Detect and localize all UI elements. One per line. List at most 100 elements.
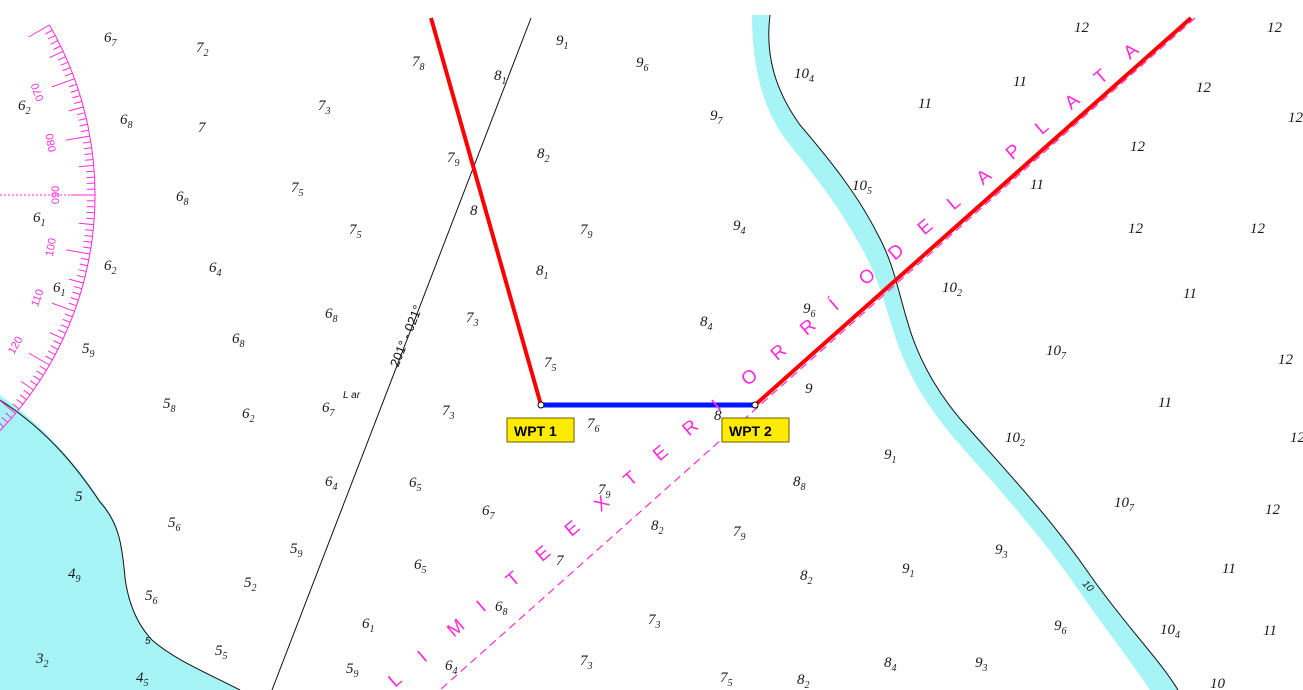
compass-label: 100 [44, 237, 59, 257]
compass-tick [0, 422, 5, 428]
compass-tick [0, 399, 16, 414]
sounding: 61 [362, 616, 375, 635]
sounding: 12 [1128, 221, 1144, 237]
compass-tick [80, 129, 89, 133]
route-leg-red-northeast[interactable] [753, 16, 1193, 407]
sounding-decimeters: 5 [223, 651, 228, 662]
sounding-decimeters: 9 [90, 349, 95, 360]
sounding: 12 [1267, 20, 1283, 36]
sounding-decimeters: 7 [1061, 351, 1067, 362]
sounding-meters: 12 [1278, 352, 1294, 368]
sounding-meters: 11 [1263, 623, 1277, 639]
sounding: 72 [196, 40, 209, 59]
sounding: 11 [1013, 74, 1027, 90]
depth-contour-5m [0, 399, 241, 690]
sounding: 96 [636, 55, 649, 74]
sounding: 73 [648, 612, 661, 631]
waypoint-2-label-box[interactable] [721, 417, 790, 443]
sounding: 59 [82, 341, 95, 360]
boundary-label-letter: E [914, 215, 937, 239]
sounding: 62 [18, 98, 31, 117]
sounding-meters: 12 [1130, 139, 1146, 155]
boundary-label-letter: L [385, 669, 407, 690]
sounding-decimeters: 2 [957, 288, 962, 299]
waypoint-1-label-box[interactable] [506, 417, 575, 443]
sounding-meters: 6 [176, 189, 184, 205]
compass-tick [36, 370, 44, 376]
sounding: 56 [145, 588, 158, 607]
compass-tick [78, 269, 87, 272]
sounding: 79 [580, 222, 593, 241]
sounding-meters: 7 [466, 310, 475, 326]
sounding: 11 [1222, 561, 1236, 577]
boundary-label-letter: T [620, 467, 643, 491]
sounding-meters: 5 [215, 643, 223, 659]
sounding: 104 [794, 66, 814, 85]
boundary-label-letter: R [767, 340, 791, 365]
compass-label: 110 [29, 288, 46, 309]
sounding: 55 [215, 643, 228, 662]
sounding: 102 [1005, 430, 1025, 449]
sounding-decimeters: 4 [892, 663, 897, 674]
sounding-decimeters: 9 [588, 230, 593, 241]
boundary-label-letter: R [679, 416, 703, 441]
boundary-label-letter: E [649, 441, 672, 465]
sounding-decimeters: 2 [112, 266, 117, 277]
sounding-meters: 9 [995, 542, 1003, 558]
sounding-meters: 7 [349, 222, 358, 238]
sounding: 67 [104, 30, 118, 49]
sounding-meters: 7 [442, 403, 451, 419]
sounding: 56 [168, 515, 181, 534]
sounding-decimeters: 1 [61, 288, 66, 299]
sounding-decimeters: 7 [112, 38, 118, 49]
sounding-decimeters: 2 [545, 154, 550, 165]
waypoint-1-label[interactable]: WPT 1 [514, 423, 557, 439]
waypoint-2-marker[interactable] [751, 401, 759, 409]
compass-tick [53, 45, 61, 50]
sounding-decimeters: 4 [708, 322, 713, 333]
sounding-decimeters: 3 [1002, 550, 1008, 561]
waypoint-2[interactable]: WPT 2 [721, 401, 790, 443]
sounding: 81 [536, 263, 549, 282]
sounding-meters: 6 [414, 557, 422, 573]
sounding-meters: 6 [33, 210, 41, 226]
sounding: 7 [198, 120, 207, 136]
boundary-label-letter: L [1031, 116, 1053, 139]
sounding-meters: 7 [733, 524, 742, 540]
sounding: 11 [1030, 177, 1044, 193]
sounding: 12 [1130, 139, 1146, 155]
route-leg-red-north[interactable] [429, 17, 543, 406]
sounding-decimeters: 6 [595, 424, 600, 435]
sounding-meters: 9 [803, 301, 811, 317]
sounding-decimeters: 2 [204, 48, 209, 59]
compass-tick [72, 95, 81, 99]
sounding-meters: 6 [18, 98, 26, 114]
sounding-meters: 7 [447, 150, 456, 166]
sounding-decimeters: 2 [250, 414, 255, 425]
compass-tick [84, 235, 93, 237]
sounding-meters: 10 [1046, 343, 1062, 359]
sounding-meters: 5 [163, 396, 171, 412]
sounding: 45 [136, 670, 149, 689]
sounding: 91 [902, 561, 915, 580]
sounding: 7 [556, 553, 565, 569]
sounding-meters: 8 [884, 655, 892, 671]
waypoint-2-label[interactable]: WPT 2 [729, 423, 772, 439]
boundary-label-letter: L [943, 192, 965, 215]
sounding: 91 [556, 33, 569, 52]
sounding-meters: 6 [120, 112, 128, 128]
sounding-decimeters: 5 [422, 565, 427, 576]
sounding: 12 [1074, 20, 1090, 36]
sounding-meters: 7 [291, 180, 300, 196]
sounding-decimeters: 8 [420, 62, 425, 73]
sounding-meters: 8 [536, 263, 544, 279]
sounding-meters: 6 [445, 658, 453, 674]
sounding-decimeters: 1 [370, 624, 375, 635]
waypoint-1[interactable]: WPT 1 [506, 401, 575, 443]
sounding-decimeters: 9 [76, 574, 81, 585]
sounding: 62 [104, 258, 117, 277]
waypoint-1-marker[interactable] [537, 401, 545, 409]
compass-tick [70, 89, 79, 93]
